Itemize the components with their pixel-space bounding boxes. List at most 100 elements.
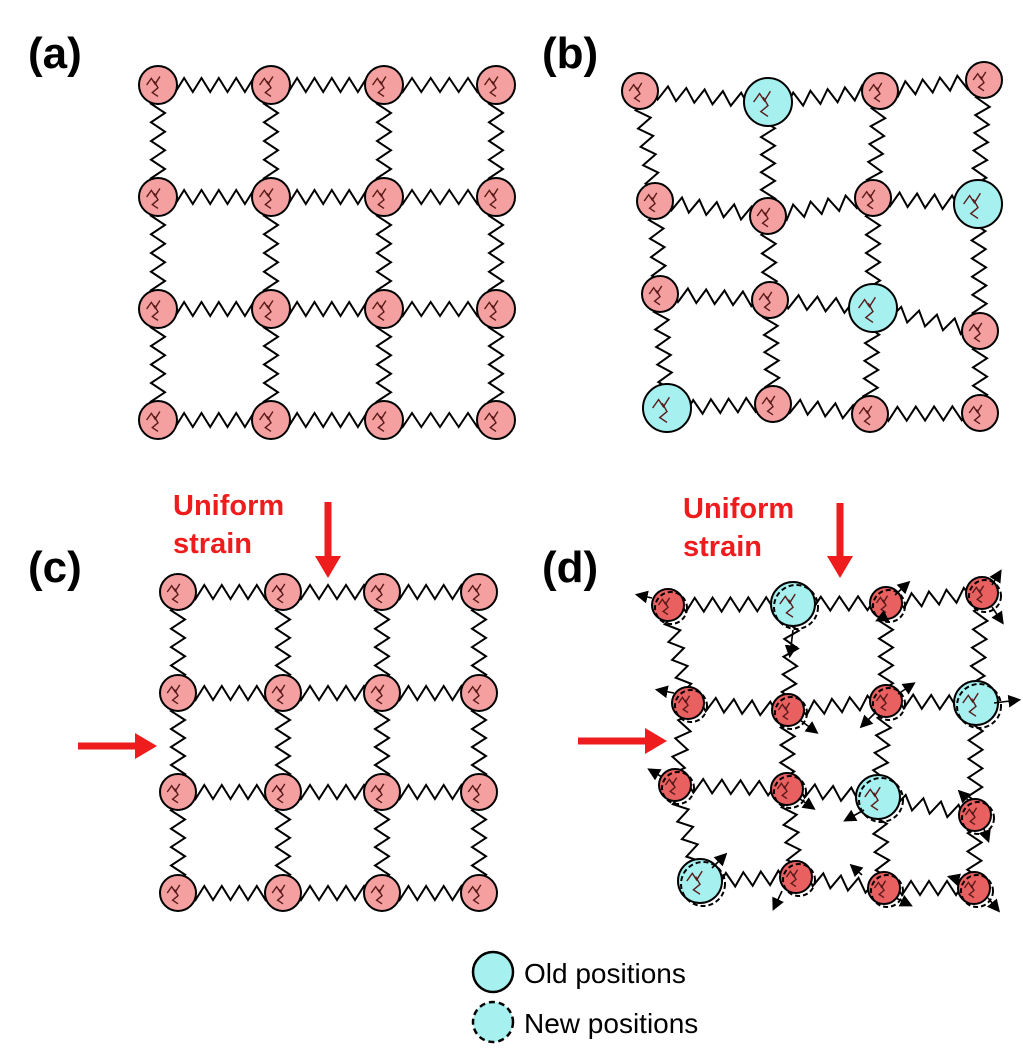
atom-spring-end-icon: [271, 884, 286, 894]
strain-arrow-head: [645, 728, 667, 754]
atom-circle: [138, 177, 178, 217]
panel-b-atom-3-3: [961, 394, 999, 432]
atom-spring-end-icon: [759, 96, 769, 117]
atom-circle: [749, 197, 787, 235]
atom-spring-end-icon: [375, 889, 383, 905]
atom-spring-end-icon: [779, 593, 796, 605]
strain-arrow-head: [135, 733, 157, 759]
panel-d-strain-label-line2: strain: [683, 531, 762, 563]
atom-spring-end-icon: [489, 415, 497, 432]
atom-spring-end-icon: [271, 783, 286, 793]
panel-d-displacement-arrow-17: [772, 890, 784, 911]
atom-spring-end-icon: [370, 684, 385, 694]
panel-d-atom-3-3: [957, 871, 994, 908]
panel-d-spring-h-1-0: [687, 695, 789, 718]
atom-circle: [264, 674, 302, 712]
atom-spring-end-icon: [763, 296, 771, 312]
atom-circle: [965, 61, 1003, 99]
atom-spring-end-icon: [264, 192, 272, 209]
atom-circle: [476, 289, 516, 329]
atom-spring-end-icon: [377, 192, 385, 209]
atom-new-position-outline: [872, 589, 906, 623]
atom-spring-end-icon: [976, 589, 983, 604]
atom-circle: [460, 573, 498, 611]
atom-spring-end-icon: [276, 689, 284, 705]
atom-spring-end-icon: [377, 304, 385, 321]
atom-circle: [671, 686, 705, 720]
panel-b-atom-2-2: [848, 283, 898, 333]
atom-spring-end-icon: [972, 71, 987, 81]
atom-spring-end-icon: [777, 702, 791, 711]
atom-new-position-outline: [774, 696, 808, 730]
atom-spring-end-icon: [377, 415, 385, 432]
atom-spring-end-icon: [968, 322, 983, 332]
atom-spring-end-icon: [166, 684, 181, 694]
atom-spring-end-icon: [375, 689, 383, 705]
atom-spring-end-icon: [776, 781, 790, 790]
atom-circle: [869, 684, 903, 718]
atom-spring-end-icon: [377, 80, 385, 97]
atom-spring-end-icon: [484, 411, 499, 421]
atom-spring-end-icon: [753, 90, 771, 103]
panel-b-atom-1-2: [854, 179, 892, 217]
atom-spring-end-icon: [372, 411, 387, 421]
atom-new-position-outline: [961, 801, 995, 835]
panel-a-atom-0-0: [138, 65, 178, 105]
atom-spring-end-icon: [664, 777, 678, 786]
atom-circle: [364, 289, 404, 329]
atom-spring-end-icon: [963, 880, 977, 889]
atom-spring-end-icon: [870, 792, 879, 811]
atom-new-position-outline: [872, 687, 906, 721]
atom-spring-end-icon: [866, 194, 874, 210]
atom-circle: [851, 395, 889, 433]
panel-c-atom-0-2: [363, 573, 401, 611]
atom-spring-end-icon: [781, 785, 788, 800]
atom-new-position-outline: [680, 861, 726, 907]
atom-spring-end-icon: [146, 300, 161, 310]
atom-circle: [855, 774, 901, 820]
panel-c-atom-1-1: [264, 674, 302, 712]
panel-c-atom-3-2: [363, 874, 401, 912]
panel-a-atom-2-2: [364, 289, 404, 329]
atom-circle: [861, 72, 899, 110]
panel-a-atom-2-1: [251, 289, 291, 329]
atom-spring-end-icon: [146, 76, 161, 86]
panel-d-atom-2-1: [770, 772, 807, 809]
atom-circle: [460, 874, 498, 912]
panel-d-atom-2-2: [855, 774, 904, 823]
atom-spring-end-icon: [858, 405, 873, 415]
atom-spring-end-icon: [628, 82, 643, 92]
atom-circle: [159, 773, 197, 811]
atom-spring-end-icon: [166, 583, 181, 593]
panel-c-atom-0-3: [460, 573, 498, 611]
panel-c-strain-label-line2: strain: [173, 528, 252, 560]
panel-c-atom-2-2: [363, 773, 401, 811]
atom-circle: [848, 283, 898, 333]
panel-d-atom-1-3: [953, 680, 1002, 729]
panel-a-atom-0-1: [251, 65, 291, 105]
atom-spring-end-icon: [858, 296, 876, 309]
atom-spring-end-icon: [969, 198, 979, 219]
atom-spring-end-icon: [372, 188, 387, 198]
panel-d-displacement-arrow-19: [895, 894, 913, 907]
atom-spring-end-icon: [259, 411, 274, 421]
atom-circle: [251, 400, 291, 440]
atom-circle: [264, 573, 302, 611]
atom-circle: [460, 773, 498, 811]
atom-circle: [636, 182, 674, 220]
panel-d-displacement-arrow-10: [993, 694, 1022, 708]
atom-spring-end-icon: [276, 588, 284, 604]
panel-d-displacement-arrow-16: [711, 852, 728, 869]
panel-d-atom-2-3: [958, 798, 995, 835]
atom-spring-end-icon: [271, 684, 286, 694]
atom-spring-end-icon: [276, 889, 284, 905]
atom-spring-end-icon: [766, 400, 774, 416]
atom-spring-end-icon: [259, 300, 274, 310]
atom-spring-end-icon: [375, 588, 383, 604]
atom-spring-end-icon: [166, 783, 181, 793]
panel-d-displacement-arrow-6: [654, 685, 675, 699]
atom-spring-end-icon: [657, 597, 671, 606]
panel-b-atom-3-1: [754, 385, 792, 423]
panel-d-displacement-arrow-8: [859, 711, 877, 729]
atom-circle: [363, 674, 401, 712]
